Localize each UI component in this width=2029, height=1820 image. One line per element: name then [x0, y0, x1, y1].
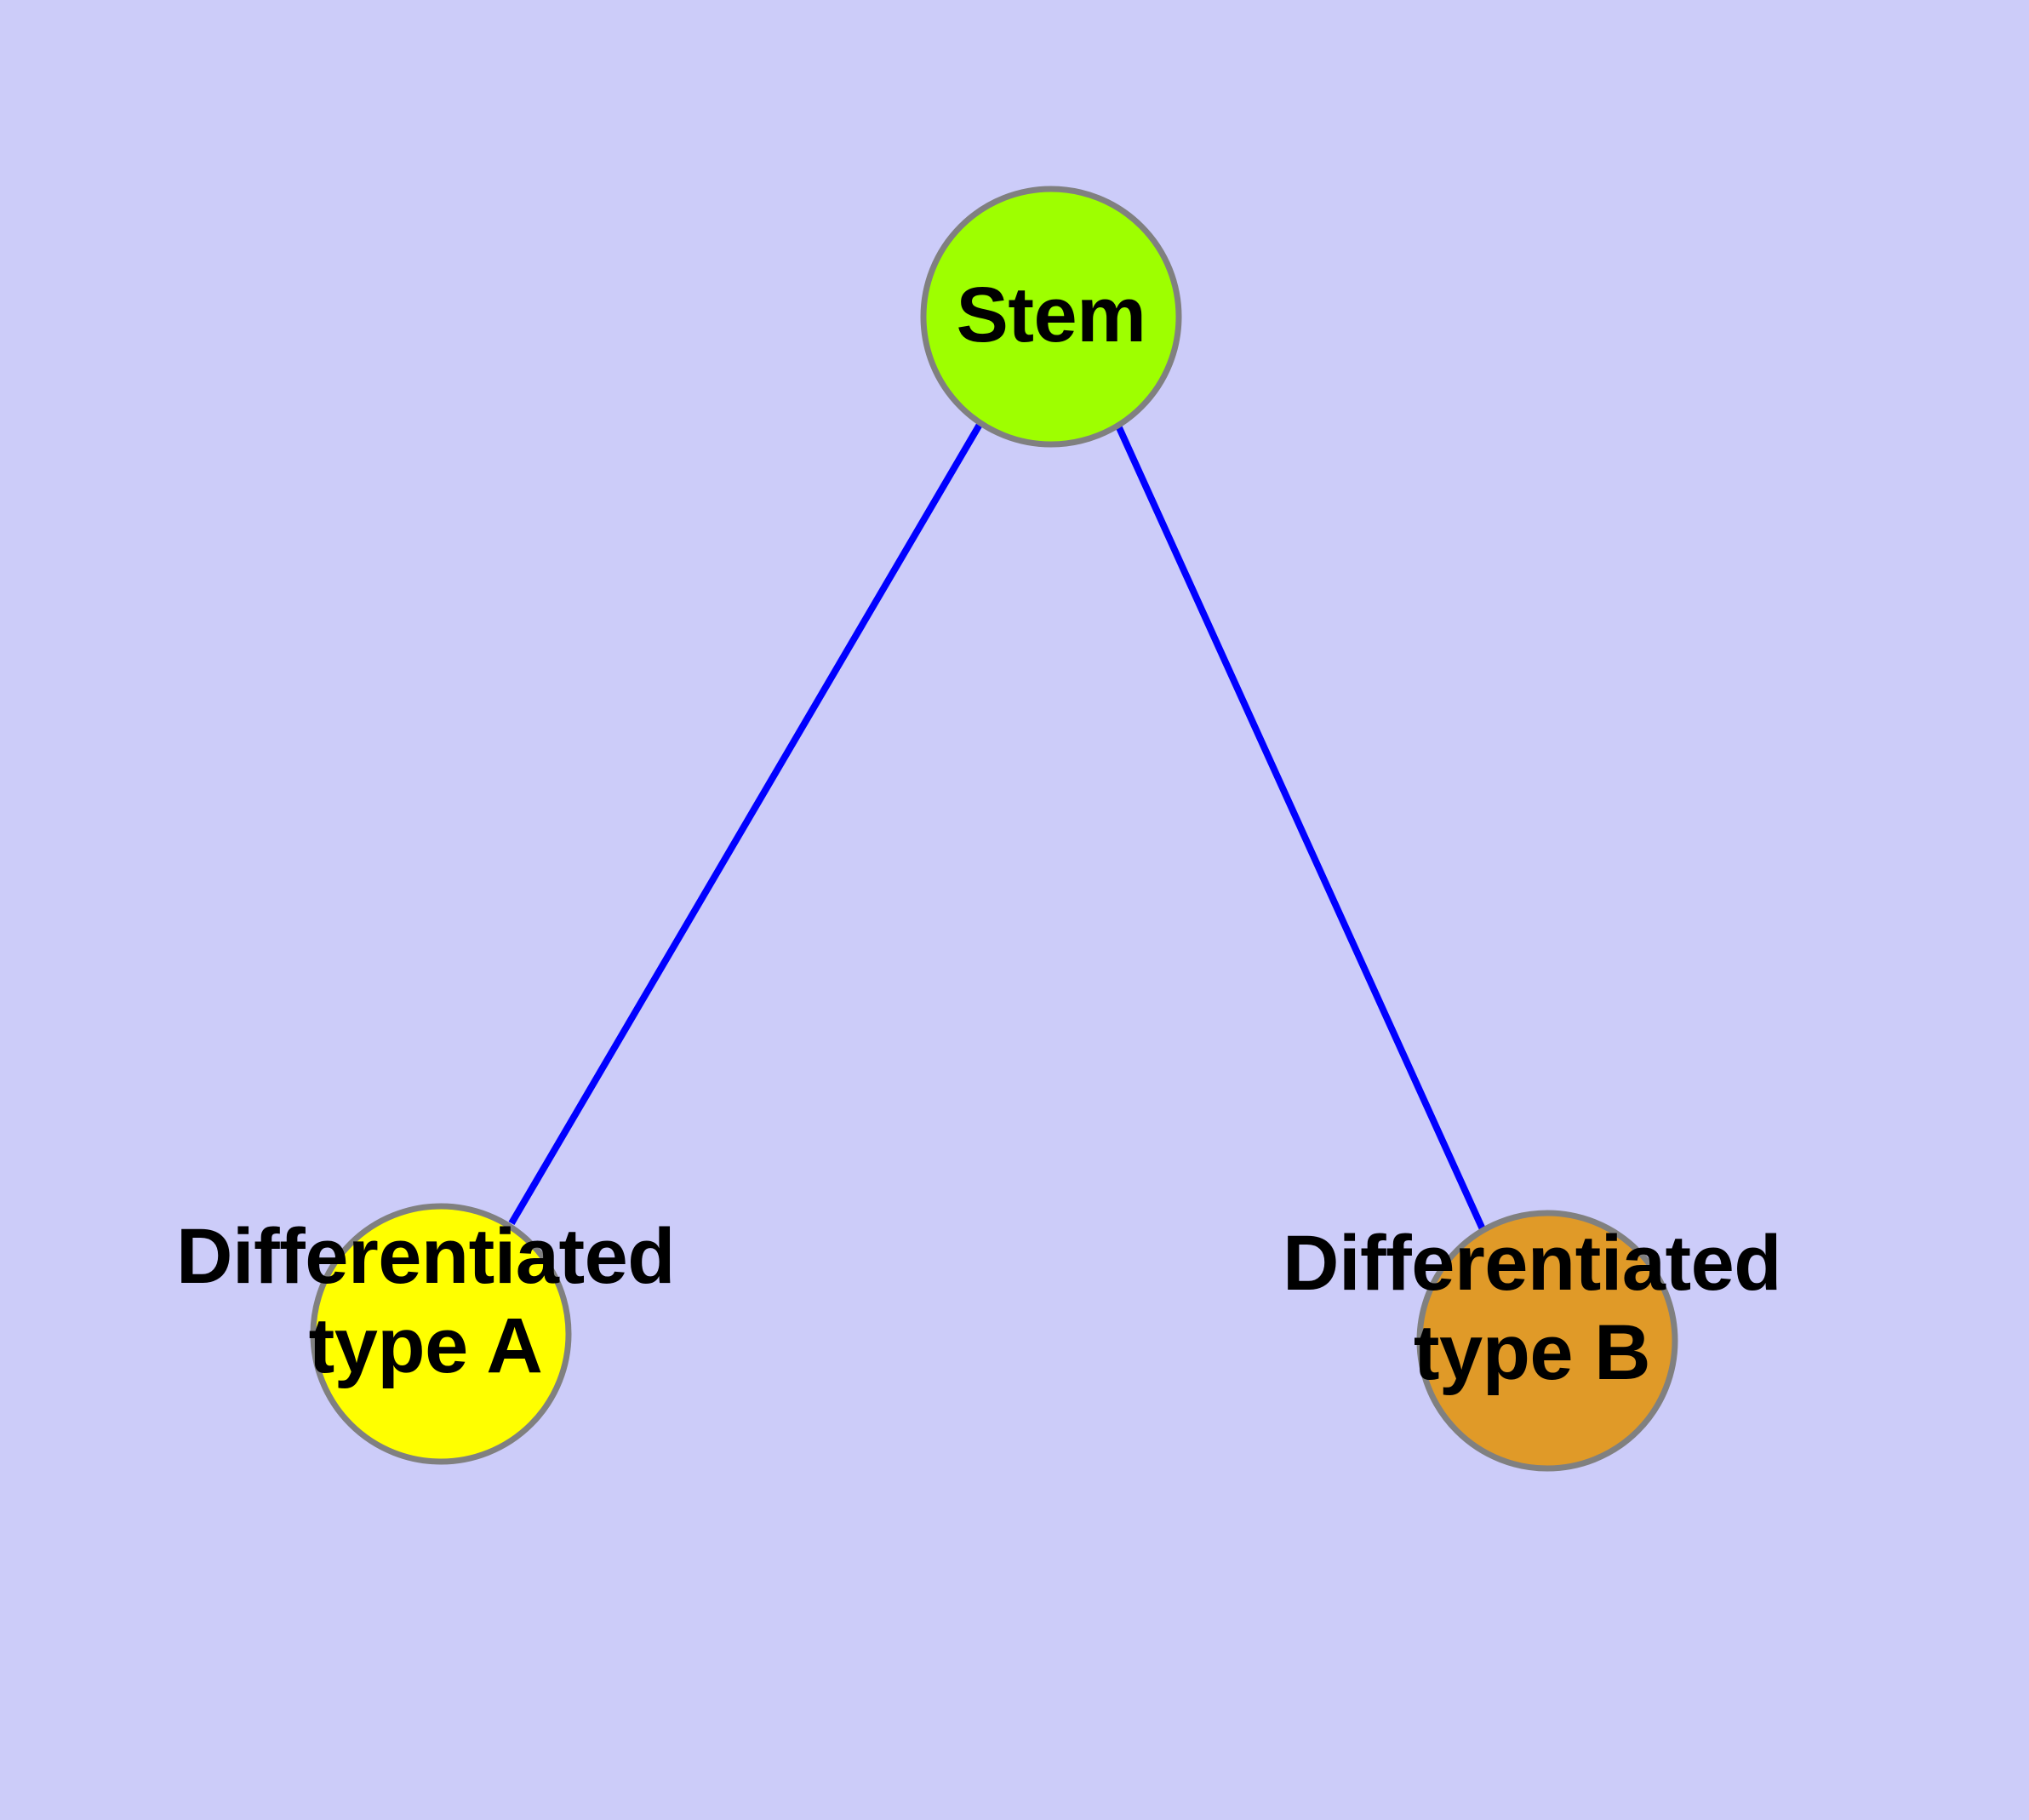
edge-stem-to-diff-a[interactable] [508, 421, 984, 1226]
edge-layer [508, 421, 1486, 1231]
node-circle-stem[interactable] [920, 186, 1182, 448]
node-layer [310, 186, 1678, 1472]
edge-stem-to-diff-b[interactable] [1114, 422, 1486, 1231]
node-circle-diff-a[interactable] [310, 1203, 572, 1465]
node-circle-diff-b[interactable] [1416, 1210, 1678, 1472]
